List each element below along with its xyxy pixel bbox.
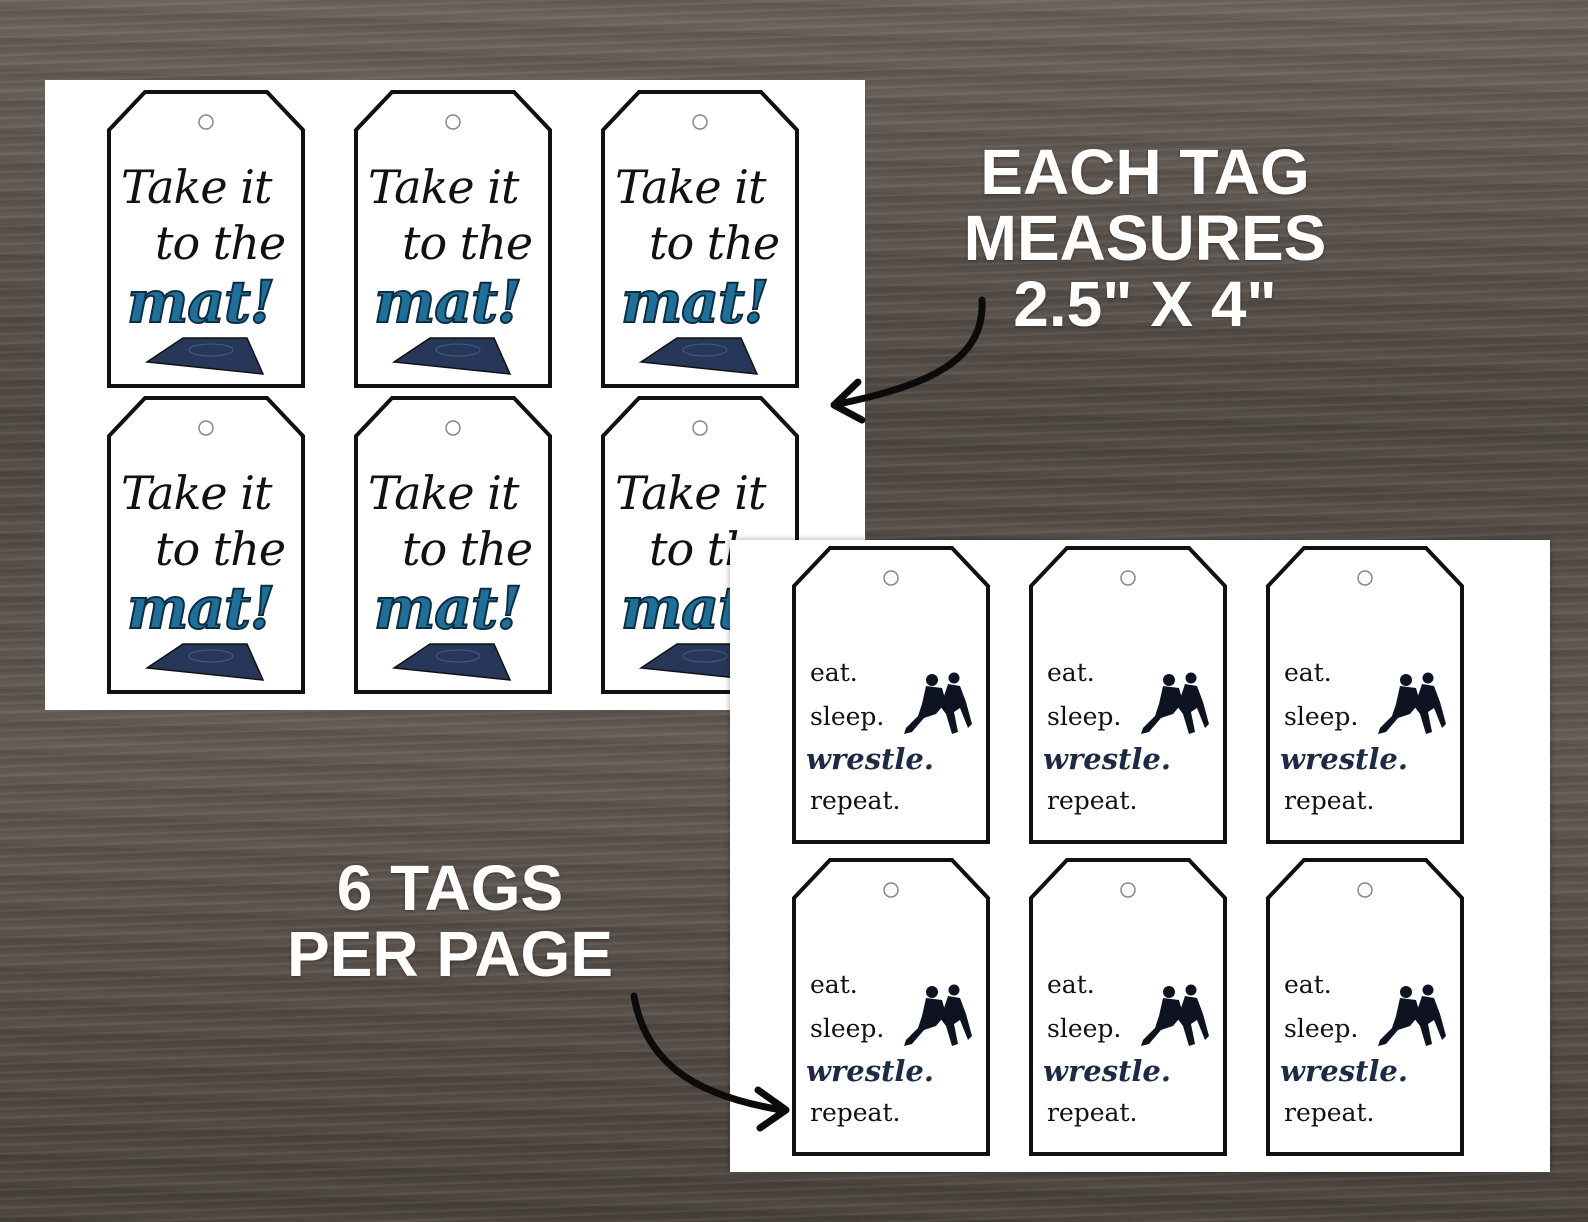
wrestling-mat-icon xyxy=(639,337,759,375)
tag-text-take-it: Take it xyxy=(615,466,766,520)
caption-line: PER PAGE xyxy=(287,917,613,990)
gift-tag-wrestle: eat. sleep. wrestle. repeat. xyxy=(792,858,990,1156)
caption-tags-per-page: 6 TAGS PER PAGE xyxy=(270,852,630,990)
tag-text-eat: eat. xyxy=(810,970,858,999)
wrestling-mat-icon xyxy=(392,337,512,375)
tag-text-wrestle: wrestle. xyxy=(1043,1054,1171,1088)
caption-tag-size: EACH TAG MEASURES 2.5" X 4" xyxy=(955,136,1335,340)
tag-sheet-wrestle: eat. sleep. wrestle. repeat. eat. sleep.… xyxy=(730,540,1550,1172)
tag-text-mat: mat! xyxy=(620,267,770,337)
gift-tag-mat: Take it to the mat! xyxy=(601,90,799,388)
wrestlers-silhouette-icon xyxy=(904,984,972,1046)
tag-text-sleep: sleep. xyxy=(1047,1014,1122,1043)
wrestlers-silhouette-icon xyxy=(1141,672,1209,734)
tag-text-sleep: sleep. xyxy=(1047,702,1122,731)
tag-text-wrestle: wrestle. xyxy=(1280,742,1408,776)
tag-text-mat: mat! xyxy=(373,267,523,337)
tag-text-take-it: Take it xyxy=(615,160,766,214)
tag-text-take-it: Take it xyxy=(121,160,272,214)
caption-line: MEASURES xyxy=(963,201,1327,274)
tag-text-mat: mat! xyxy=(126,267,276,337)
tag-outline xyxy=(792,546,990,844)
wrestlers-silhouette-icon xyxy=(1378,984,1446,1046)
gift-tag-mat: Take it to the mat! xyxy=(107,396,305,694)
tag-text-to-the: to the xyxy=(649,216,780,270)
tag-text-mat: mat! xyxy=(373,573,523,643)
tag-outline xyxy=(601,90,799,388)
tag-sheet-mat: Take it to the mat! Take it to the mat! … xyxy=(45,80,865,710)
tag-text-sleep: sleep. xyxy=(1284,1014,1359,1043)
caption-line: 2.5" X 4" xyxy=(1013,267,1277,340)
tag-text-repeat: repeat. xyxy=(810,786,901,815)
gift-tag-wrestle: eat. sleep. wrestle. repeat. xyxy=(792,546,990,844)
tag-outline xyxy=(1029,546,1227,844)
caption-line: EACH TAG xyxy=(980,136,1310,208)
tag-text-sleep: sleep. xyxy=(1284,702,1359,731)
tag-text-eat: eat. xyxy=(1284,970,1332,999)
gift-tag-mat: Take it to the mat! xyxy=(354,90,552,388)
tag-text-repeat: repeat. xyxy=(810,1098,901,1127)
tag-outline xyxy=(354,90,552,388)
tag-text-mat: mat! xyxy=(126,573,276,643)
tag-outline xyxy=(107,396,305,694)
gift-tag-mat: Take it to the mat! xyxy=(354,396,552,694)
tag-outline xyxy=(354,396,552,694)
tag-text-eat: eat. xyxy=(1047,658,1095,687)
tag-text-to-the: to the xyxy=(155,522,286,576)
wrestlers-silhouette-icon xyxy=(1378,672,1446,734)
tag-text-wrestle: wrestle. xyxy=(1043,742,1171,776)
wrestlers-silhouette-icon xyxy=(1141,984,1209,1046)
tag-text-take-it: Take it xyxy=(368,466,519,520)
tag-text-sleep: sleep. xyxy=(810,1014,885,1043)
tag-text-take-it: Take it xyxy=(368,160,519,214)
caption-line: 6 TAGS xyxy=(336,852,564,924)
tag-text-repeat: repeat. xyxy=(1284,786,1375,815)
tag-text-repeat: repeat. xyxy=(1047,1098,1138,1127)
tag-text-wrestle: wrestle. xyxy=(806,1054,934,1088)
tag-text-take-it: Take it xyxy=(121,466,272,520)
tag-text-repeat: repeat. xyxy=(1284,1098,1375,1127)
tag-text-to-the: to the xyxy=(402,216,533,270)
tag-text-eat: eat. xyxy=(810,658,858,687)
wrestling-mat-icon xyxy=(145,643,265,681)
wrestling-mat-icon xyxy=(392,643,512,681)
gift-tag-wrestle: eat. sleep. wrestle. repeat. xyxy=(1029,858,1227,1156)
tag-text-to-the: to the xyxy=(402,522,533,576)
tag-text-to-the: to the xyxy=(155,216,286,270)
tag-text-eat: eat. xyxy=(1047,970,1095,999)
gift-tag-mat: Take it to the mat! xyxy=(107,90,305,388)
wrestlers-silhouette-icon xyxy=(904,672,972,734)
tag-text-eat: eat. xyxy=(1284,658,1332,687)
gift-tag-wrestle: eat. sleep. wrestle. repeat. xyxy=(1029,546,1227,844)
tag-outline xyxy=(107,90,305,388)
wrestling-mat-icon xyxy=(145,337,265,375)
tag-text-wrestle: wrestle. xyxy=(1280,1054,1408,1088)
tag-outline xyxy=(792,858,990,1156)
tag-outline xyxy=(1029,858,1227,1156)
tag-text-repeat: repeat. xyxy=(1047,786,1138,815)
tag-text-sleep: sleep. xyxy=(810,702,885,731)
tag-text-wrestle: wrestle. xyxy=(806,742,934,776)
tag-outline xyxy=(1266,858,1464,1156)
gift-tag-wrestle: eat. sleep. wrestle. repeat. xyxy=(1266,546,1464,844)
gift-tag-wrestle: eat. sleep. wrestle. repeat. xyxy=(1266,858,1464,1156)
tag-outline xyxy=(1266,546,1464,844)
